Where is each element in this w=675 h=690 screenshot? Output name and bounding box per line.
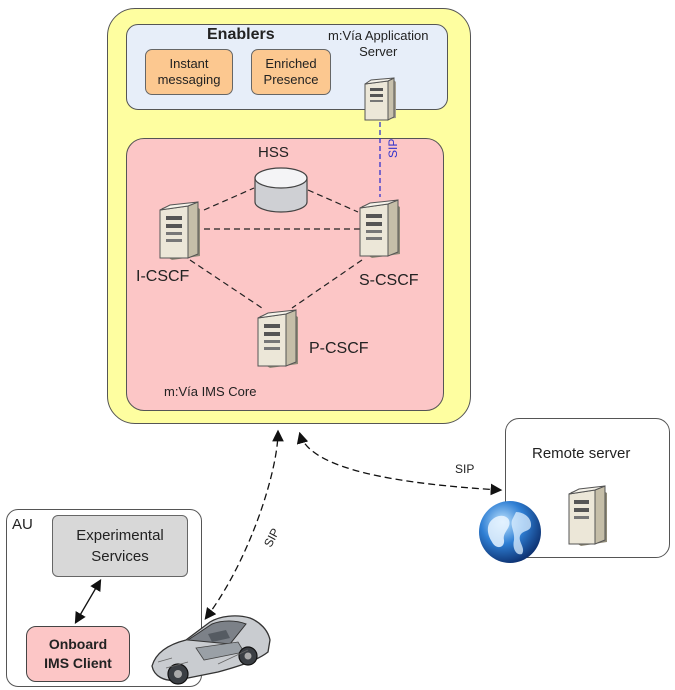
sip-remote-label: SIP: [455, 462, 475, 476]
server-icon: [159, 201, 200, 260]
link-sip-remote: [296, 431, 503, 496]
server-icon: [364, 77, 396, 121]
link-scscf-pcscf: [291, 259, 363, 309]
server-icon: [359, 199, 400, 258]
enablers-title: Enablers: [207, 26, 275, 43]
globe-icon: [479, 501, 541, 563]
icscf-label: I-CSCF: [136, 268, 190, 285]
server-icon: [568, 485, 607, 546]
link-experimental-onboard: [74, 578, 102, 625]
app-server-label: m:Vía Application Server: [328, 28, 429, 59]
link-icscf-hss: [203, 187, 255, 211]
link-hss-scscf: [307, 189, 359, 213]
experimental-services-box: Experimental Services: [52, 515, 188, 577]
enriched-presence-enabler: Enriched Presence: [251, 49, 331, 95]
sip-as-label: SIP: [386, 138, 400, 158]
link-sip-car: [204, 429, 284, 620]
hss-label: HSS: [258, 144, 289, 161]
au-label: AU: [12, 516, 33, 533]
onboard-ims-client-box: Onboard IMS Client: [26, 626, 130, 682]
link-icscf-pcscf: [189, 259, 263, 309]
instant-messaging-enabler: Instant messaging: [145, 49, 233, 95]
scscf-label: S-CSCF: [359, 272, 419, 289]
database-icon: [254, 167, 308, 213]
remote-server-label: Remote server: [532, 445, 631, 462]
server-icon: [257, 309, 298, 368]
ims-core-label: m:Vía IMS Core: [164, 384, 257, 399]
car-icon: [151, 615, 271, 685]
pcscf-label: P-CSCF: [309, 340, 369, 357]
